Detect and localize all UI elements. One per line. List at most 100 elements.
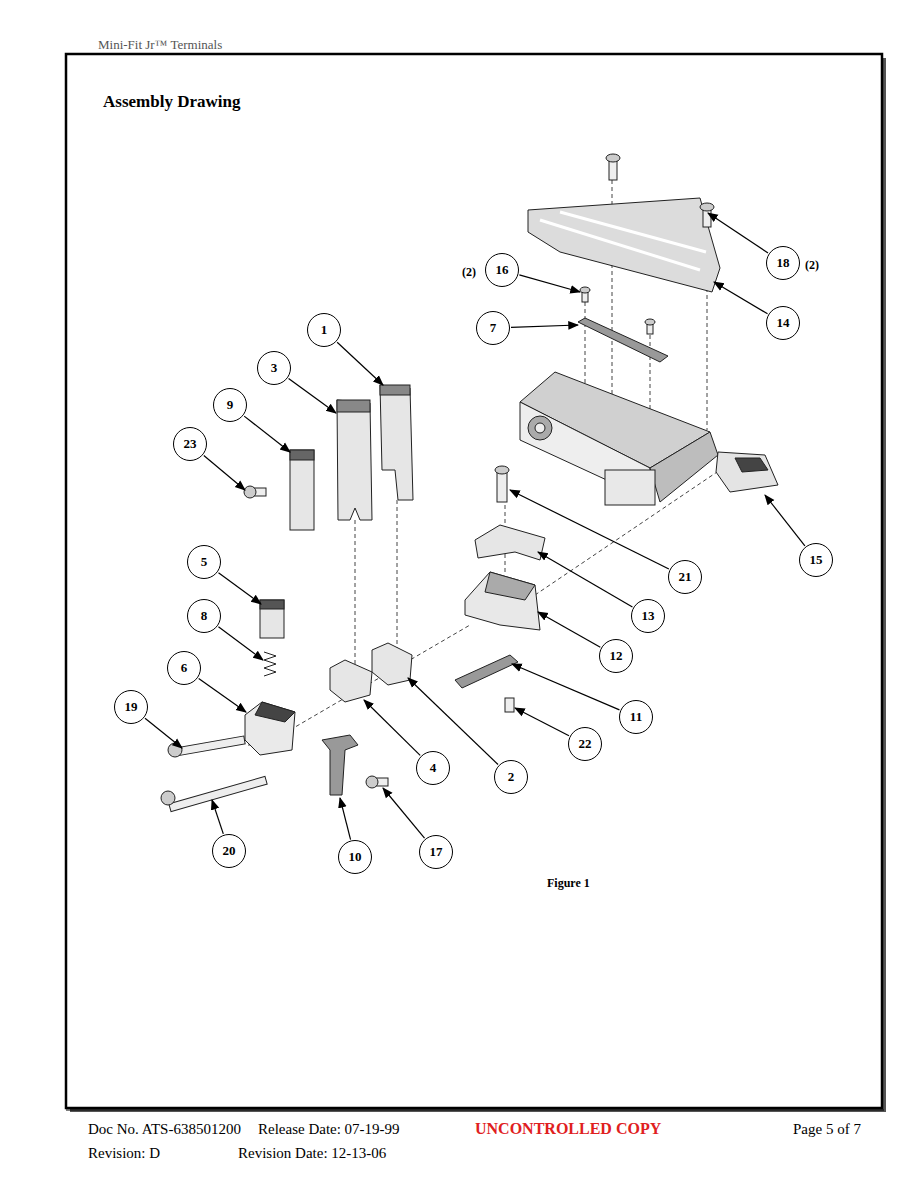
footer-text: UNCONTROLLED COPY xyxy=(475,1120,661,1138)
callout-number: 9 xyxy=(213,388,247,422)
leader-line xyxy=(337,342,383,385)
leader-line xyxy=(538,612,600,647)
callout-text: 7 xyxy=(490,320,497,336)
leader-line xyxy=(364,700,420,755)
die xyxy=(330,660,372,702)
spring xyxy=(264,652,276,676)
punch xyxy=(380,385,413,500)
leader-line xyxy=(708,213,768,253)
leader-line xyxy=(511,325,578,327)
callout-text: 15 xyxy=(810,552,823,568)
callout-number: 3 xyxy=(257,351,291,385)
leader-line xyxy=(212,800,223,834)
leader-line xyxy=(218,627,263,660)
callout-number: 15 xyxy=(799,543,833,577)
callout-text: 20 xyxy=(223,843,236,859)
callout-number: 11 xyxy=(619,700,653,734)
callout-text: 13 xyxy=(642,608,655,624)
callout-number: 2 xyxy=(494,760,528,794)
guide xyxy=(322,735,358,795)
screw xyxy=(169,776,267,811)
callout-number: 18 xyxy=(766,246,800,280)
callout-number: 5 xyxy=(187,545,221,579)
leader-line xyxy=(765,495,805,546)
callout-text: 10 xyxy=(349,849,362,865)
leader-line xyxy=(515,708,569,736)
strip xyxy=(455,655,518,688)
callout-number: 16 xyxy=(485,253,519,287)
plate xyxy=(290,450,314,530)
leader-line xyxy=(714,282,768,314)
leader-line xyxy=(519,275,580,292)
callout-number: 14 xyxy=(766,306,800,340)
callout-number: 8 xyxy=(187,599,221,633)
holder xyxy=(245,702,295,755)
callout-text: 8 xyxy=(201,608,208,624)
callout-number: 20 xyxy=(212,834,246,868)
carrier-block xyxy=(465,572,540,630)
leader-line xyxy=(204,456,245,490)
latch xyxy=(475,525,545,560)
leader-line xyxy=(145,718,182,748)
quantity-note: (2) xyxy=(462,265,476,280)
callout-number: 12 xyxy=(599,639,633,673)
screw xyxy=(497,472,507,502)
callout-number: 23 xyxy=(173,427,207,461)
leader-line xyxy=(383,788,425,838)
callout-text: 9 xyxy=(227,397,234,413)
punch xyxy=(337,400,372,520)
leader-line xyxy=(244,416,290,452)
callout-number: 10 xyxy=(338,840,372,874)
callout-number: 6 xyxy=(167,651,201,685)
callout-text: 16 xyxy=(496,262,509,278)
callout-text: 5 xyxy=(201,554,208,570)
callout-text: 11 xyxy=(630,709,642,725)
block xyxy=(260,600,284,638)
header-text: Mini-Fit Jr™ Terminals xyxy=(98,37,222,53)
callout-number: 22 xyxy=(568,727,602,761)
leader-line xyxy=(510,490,669,569)
callout-text: 21 xyxy=(679,569,692,585)
callout-number: 17 xyxy=(419,835,453,869)
callout-text: 22 xyxy=(579,736,592,752)
drawing-title: Assembly Drawing xyxy=(103,92,240,112)
assembly-lines xyxy=(248,180,720,745)
figure-caption: Figure 1 xyxy=(547,876,590,891)
leader-line xyxy=(408,678,498,765)
quantity-note: (2) xyxy=(805,258,819,273)
callout-text: 23 xyxy=(184,436,197,452)
top-plate xyxy=(528,198,720,292)
screw xyxy=(175,736,245,756)
footer-text: Release Date: 07-19-99 xyxy=(258,1121,400,1138)
footer-text: Page 5 of 7 xyxy=(793,1121,861,1138)
leader-line xyxy=(538,552,632,607)
footer-rule xyxy=(66,1110,884,1111)
callout-text: 17 xyxy=(430,844,443,860)
callout-number: 1 xyxy=(307,313,341,347)
footer-text: Doc No. ATS-638501200 xyxy=(88,1121,241,1138)
leader-line xyxy=(199,678,246,712)
callout-number: 19 xyxy=(114,690,148,724)
callout-text: 3 xyxy=(271,360,278,376)
callout-number: 13 xyxy=(631,599,665,633)
pin xyxy=(505,698,514,712)
callout-text: 18 xyxy=(777,255,790,271)
footer-text: Revision: D xyxy=(88,1145,160,1162)
callout-text: 12 xyxy=(610,648,623,664)
leader-line xyxy=(289,379,336,413)
callout-text: 1 xyxy=(321,322,328,338)
leader-line xyxy=(218,573,261,604)
callout-number: 21 xyxy=(668,560,702,594)
die xyxy=(372,643,412,685)
strip xyxy=(578,318,668,362)
callout-number: 4 xyxy=(416,751,450,785)
leader-line xyxy=(512,664,619,710)
callout-text: 19 xyxy=(125,699,138,715)
page-frame xyxy=(66,54,882,1108)
callout-text: 14 xyxy=(777,315,790,331)
end-block xyxy=(716,452,778,492)
callout-text: 2 xyxy=(508,769,515,785)
footer-text: Revision Date: 12-13-06 xyxy=(238,1145,386,1162)
callout-number: 7 xyxy=(476,311,510,345)
